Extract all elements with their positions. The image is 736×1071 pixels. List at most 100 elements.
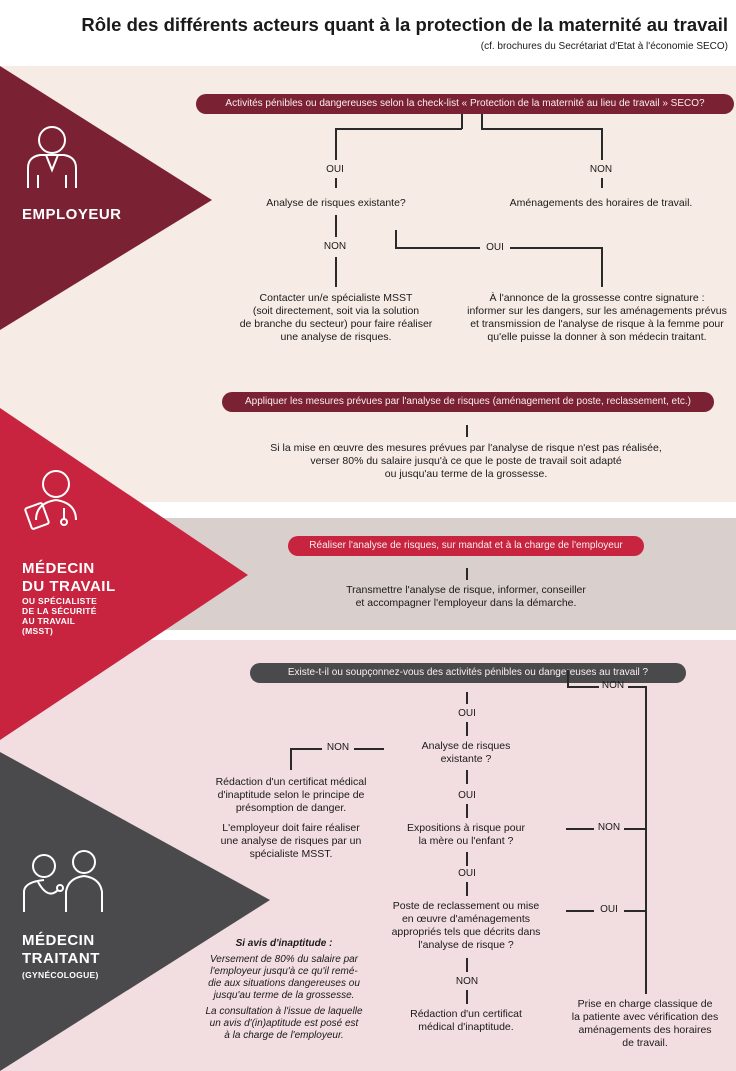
employer-band (0, 66, 736, 502)
page-subtitle: (cf. brochures du Secrétariat d'Etat à l… (480, 41, 728, 52)
line (624, 828, 646, 830)
doctor-redaction: Rédaction d'un certificat médical d'inap… (396, 1008, 536, 1034)
doctor-icon (23, 850, 103, 912)
line (335, 215, 337, 237)
doctor-prise: Prise en charge classique de la patiente… (556, 998, 734, 1050)
text-line: l'analyse de risque ? (418, 939, 514, 951)
line (466, 770, 468, 784)
doctor-certificat: Rédaction d'un certificat médical d'inap… (196, 776, 386, 815)
doctor-q-reclass: Poste de reclassement ou mise en œuvre d… (376, 900, 556, 952)
text-line: appropriés tels que décrits dans (391, 926, 541, 938)
line (466, 804, 468, 818)
text-line: verser 80% du salaire jusqu'à ce que le … (310, 455, 622, 467)
line (466, 568, 468, 580)
text-line: médical d'inaptitude. (418, 1021, 514, 1033)
text-line: ou jusqu'au terme de la grossesse. (384, 468, 548, 480)
employer-contact-msst: Contacter un/e spécialiste MSST (soit di… (216, 292, 456, 344)
doctor-oui-a: OUI (458, 708, 476, 719)
employer-checklist-pill: Activités pénibles ou dangereuses selon … (196, 94, 734, 114)
text-line: Expositions à risque pour (407, 822, 525, 834)
doctor-non-left: NON (326, 742, 350, 753)
doctor-sub: (GYNÉCOLOGUE) (22, 970, 99, 980)
line (567, 670, 569, 686)
doctor-non-bottom: NON (455, 976, 479, 987)
doctor-name-2: TRAITANT (22, 950, 100, 967)
line (481, 128, 602, 130)
text-line: la mère ou l'enfant ? (418, 835, 514, 847)
msst-label: MÉDECIN DU TRAVAIL OU SPÉCIALISTE DE LA … (22, 560, 116, 636)
employer-apply-pill: Appliquer les mesures prévues par l'anal… (222, 392, 714, 412)
msst-sub-1: OU SPÉCIALISTE (22, 596, 98, 606)
line (354, 748, 384, 750)
employer-horaires: Aménagements des horaires de travail. (509, 197, 693, 209)
doctor-q-exposure: Expositions à risque pour la mère ou l'e… (386, 822, 546, 848)
text-line: et accompagner l'employeur dans la démar… (355, 597, 577, 609)
employer-oui-2: OUI (486, 242, 504, 253)
text-line: À l'annonce de la grossesse contre signa… (489, 292, 705, 304)
doctor-employer-must: L'employeur doit faire réaliser une anal… (196, 822, 386, 861)
page-title: Rôle des différents acteurs quant à la p… (81, 14, 728, 35)
doctor-inapt-1: Versement de 80% du salaire par l'employ… (192, 954, 376, 1002)
doctor-pill: Existe-t-il ou soupçonnez-vous des activ… (250, 663, 686, 683)
line (466, 692, 468, 704)
line (461, 114, 463, 129)
line (335, 128, 462, 130)
line (466, 990, 468, 1004)
doctor-label: MÉDECIN TRAITANT (GYNÉCOLOGUE) (22, 932, 100, 980)
doctor-inapt-2: La consultation à l'issue de laquelle un… (192, 1006, 376, 1042)
doctor-oui-right: OUI (600, 904, 618, 915)
msst-icon (24, 470, 77, 530)
text-line: die aux situations dangereuses ou (208, 978, 360, 989)
line (601, 247, 603, 287)
text-line: Versement de 80% du salaire par (209, 954, 359, 965)
employer-announce: À l'annonce de la grossesse contre signa… (458, 292, 736, 344)
line (335, 257, 337, 287)
msst-triangle (0, 408, 248, 740)
text-line: Poste de reclassement ou mise (392, 900, 540, 912)
text-line: Analyse de risques (421, 740, 511, 752)
line (510, 247, 602, 249)
text-line: existante ? (440, 753, 492, 765)
line (290, 748, 292, 770)
text-line: en œuvre d'aménagements (401, 913, 531, 925)
doctor-non-mid: NON (597, 822, 621, 833)
msst-sub-2: DE LA SÉCURITÉ (22, 606, 97, 616)
line (628, 686, 646, 688)
doctor-inapt-title: Si avis d'inaptitude : (235, 938, 333, 949)
line (466, 852, 468, 866)
employer-name: EMPLOYEUR (22, 206, 122, 223)
msst-name-2: DU TRAVAIL (22, 578, 116, 595)
text-line: une analyse de risques par un (220, 835, 362, 847)
msst-text: Transmettre l'analyse de risque, informe… (306, 584, 626, 610)
doctor-non-top: NON (601, 680, 625, 691)
text-line: la patiente avec vérification des (571, 1011, 719, 1023)
line (566, 828, 594, 830)
line (566, 910, 594, 912)
line (395, 247, 480, 249)
text-line: L'employeur doit faire réaliser (222, 822, 360, 834)
text-line: de travail. (622, 1037, 668, 1049)
text-line: aménagements des horaires (578, 1024, 712, 1036)
doctor-oui-b: OUI (458, 790, 476, 801)
text-line: à la charge de l'employeur. (224, 1030, 344, 1041)
header-band (0, 0, 736, 66)
msst-pill: Réaliser l'analyse de risques, sur manda… (288, 536, 644, 556)
text-line: jusqu'au terme de la grossesse. (213, 990, 355, 1001)
line (645, 686, 647, 994)
employer-non-1: NON (589, 164, 613, 175)
doctor-oui-c: OUI (458, 868, 476, 879)
employer-non-2: NON (323, 241, 347, 252)
line (335, 128, 337, 160)
line (567, 686, 599, 688)
employer-icon (27, 126, 77, 188)
msst-sub-4: (MSST) (22, 626, 54, 636)
text-line: un avis d'(in)aptitude est posé est (209, 1018, 359, 1029)
text-line: et transmission de l'analyse de risque à… (470, 318, 724, 330)
text-line: de branche du secteur) pour faire réalis… (239, 318, 433, 330)
text-line: informer sur les dangers, sur les aménag… (467, 305, 727, 317)
msst-sub-3: AU TRAVAIL (22, 616, 76, 626)
line (466, 882, 468, 896)
text-line: qu'elle puisse la donner à son médecin t… (487, 331, 707, 343)
text-line: Rédaction d'un certificat (410, 1008, 522, 1020)
line (624, 910, 646, 912)
